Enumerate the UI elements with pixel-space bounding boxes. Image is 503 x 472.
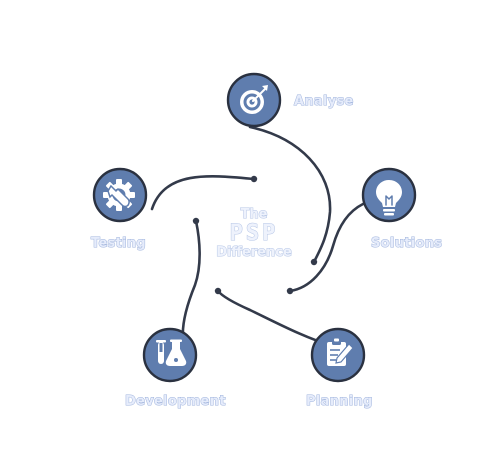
- dot-analyse: [310, 258, 318, 266]
- connector-analyse: [248, 125, 332, 264]
- step-testing[interactable]: Testing: [91, 167, 148, 252]
- center-title: The PSP Difference: [216, 207, 293, 261]
- center-title-line3: Difference: [216, 245, 292, 260]
- clipboard-pencil-icon: [327, 338, 354, 366]
- step-solutions[interactable]: Solutions: [361, 167, 443, 252]
- dot-planning: [214, 287, 222, 295]
- dot-testing: [250, 175, 258, 183]
- center-logo: PSP: [230, 221, 279, 246]
- center-title-line1: The: [241, 207, 268, 222]
- connector-dots: [192, 175, 318, 295]
- lab-flasks-icon: [156, 339, 187, 366]
- connectors: [150, 125, 365, 348]
- gear-wrench-icon: [103, 179, 135, 211]
- connector-planning: [216, 289, 335, 348]
- step-testing-label: Testing: [91, 236, 146, 251]
- step-development-label: Development: [125, 394, 226, 409]
- step-development[interactable]: Development: [125, 327, 226, 410]
- dot-solutions: [286, 287, 294, 295]
- connector-solutions: [288, 202, 365, 293]
- lightbulb-icon: [376, 180, 402, 216]
- step-planning-label: Planning: [306, 394, 373, 409]
- target-icon: [240, 85, 268, 114]
- dot-development: [192, 217, 200, 225]
- connector-development: [181, 219, 201, 340]
- step-planning[interactable]: Planning: [306, 327, 373, 410]
- step-solutions-label: Solutions: [371, 236, 442, 251]
- step-analyse[interactable]: Analyse: [226, 72, 354, 128]
- step-analyse-label: Analyse: [294, 94, 354, 109]
- connector-testing: [150, 175, 256, 211]
